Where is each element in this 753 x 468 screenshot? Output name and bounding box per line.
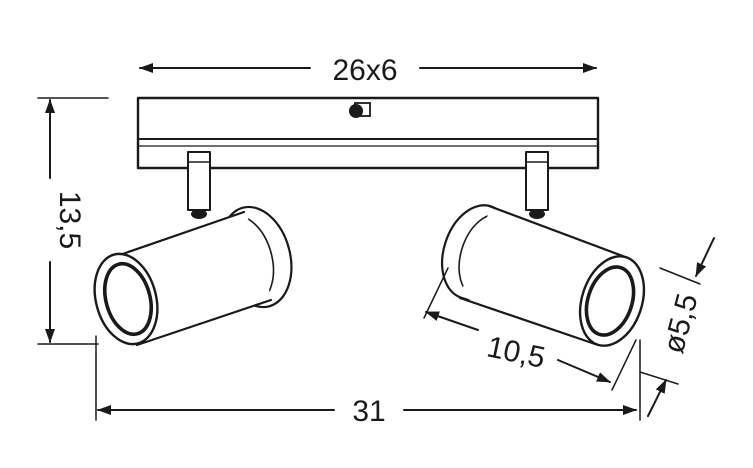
stem-left <box>187 151 211 219</box>
spot-head-right <box>441 204 646 347</box>
dimension-spot-diameter: ø5,5 <box>639 237 715 417</box>
spotlight-left <box>93 151 293 347</box>
dimension-label-spot-length: 10,5 <box>484 330 548 374</box>
dimension-label-height: 13,5 <box>53 191 86 249</box>
dimension-label-width: 31 <box>352 395 385 428</box>
dimension-overall-width: 31 <box>95 335 641 428</box>
spot-head-left <box>93 205 293 347</box>
dimension-plate-width: 26x6 <box>139 54 597 87</box>
stem-right <box>525 151 549 219</box>
dimension-label-plate: 26x6 <box>332 54 397 87</box>
dimension-label-spot-diameter: ø5,5 <box>657 290 704 357</box>
mounting-plate <box>136 96 600 170</box>
spotlight-right <box>441 151 646 347</box>
dimension-height: 13,5 <box>37 97 109 345</box>
switch-knob <box>349 102 371 118</box>
